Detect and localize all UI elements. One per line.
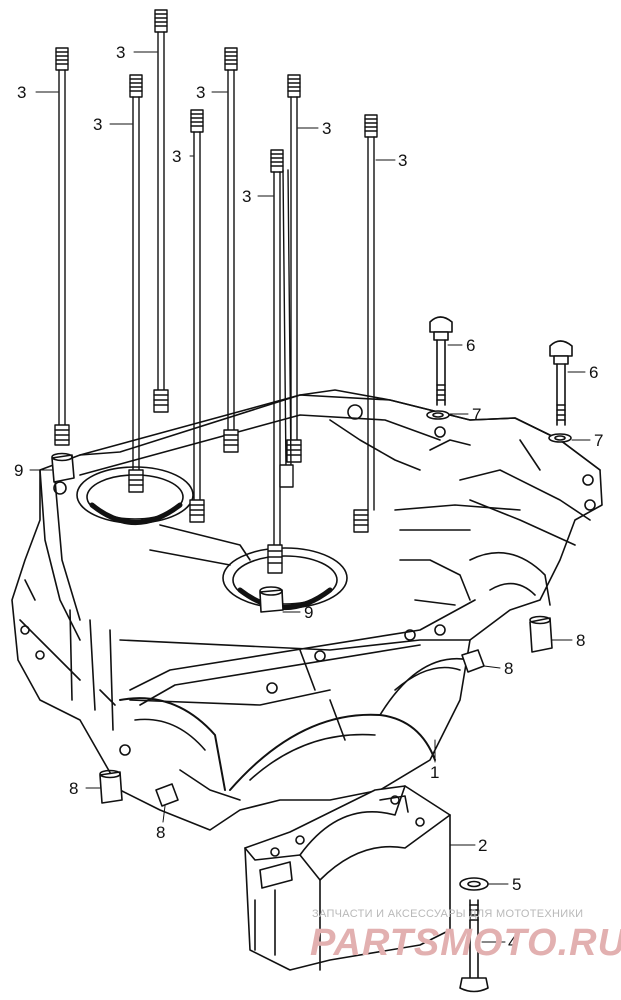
leader-lines <box>29 51 591 943</box>
stud-3 <box>128 74 144 493</box>
watermark: ЗАПЧАСТИ И АКСЕССУАРЫ ДЛЯ МОТОТЕХНИКИ PA… <box>310 908 621 964</box>
bolts-6 <box>429 316 573 426</box>
callout-dowel-8a: 8 <box>576 631 585 650</box>
callout-dowel-8d: 8 <box>156 823 165 842</box>
callout-stud-3: 3 <box>93 115 102 134</box>
callout-dowel-8b: 8 <box>504 659 513 678</box>
dowel-pins-9 <box>51 452 284 613</box>
bolt-4 <box>459 899 489 993</box>
bearing-cap <box>244 785 451 971</box>
callout-dowel-8c: 8 <box>69 779 78 798</box>
callout-washer-5: 5 <box>512 875 521 894</box>
callout-stud-7: 3 <box>242 187 251 206</box>
callout-stud-4: 3 <box>196 83 205 102</box>
callout-stud-2: 3 <box>116 43 125 62</box>
stud-8 <box>267 149 284 574</box>
stud-7 <box>353 114 378 533</box>
callout-stud-1: 3 <box>17 83 26 102</box>
stud-2 <box>153 9 169 413</box>
callout-dowel-9a: 9 <box>14 461 23 480</box>
watermark-brand: PARTSMOTO.RU <box>310 922 621 964</box>
washers-7 <box>426 410 572 443</box>
stud-5 <box>189 109 205 523</box>
stud-9 <box>279 169 294 488</box>
stud-1 <box>54 47 70 446</box>
callout-dowel-9b: 9 <box>304 603 313 622</box>
callout-washer-7b: 7 <box>594 431 603 450</box>
callout-stud-8: 3 <box>398 151 407 170</box>
callout-bolt-6b: 6 <box>589 363 598 382</box>
callout-labels: 3 3 3 3 3 3 3 3 3 6 6 7 7 9 9 8 8 8 8 1 … <box>14 43 603 952</box>
washer-5 <box>459 877 489 891</box>
watermark-subtitle: ЗАПЧАСТИ И АКСЕССУАРЫ ДЛЯ МОТОТЕХНИКИ <box>312 908 583 920</box>
callout-bolt-6a: 6 <box>466 336 475 355</box>
callout-washer-7a: 7 <box>472 405 481 424</box>
stud-4 <box>223 47 239 453</box>
dowel-pins-8 <box>99 615 553 807</box>
callout-bolt-4: 4 <box>508 933 517 952</box>
callout-stud-6: 3 <box>322 119 331 138</box>
crankcase-upper <box>11 389 603 831</box>
callout-crankcase-1: 1 <box>430 763 439 782</box>
callout-stud-5: 3 <box>172 147 181 166</box>
cylinder-studs <box>54 9 378 574</box>
callout-bearing-cap-2: 2 <box>478 836 487 855</box>
